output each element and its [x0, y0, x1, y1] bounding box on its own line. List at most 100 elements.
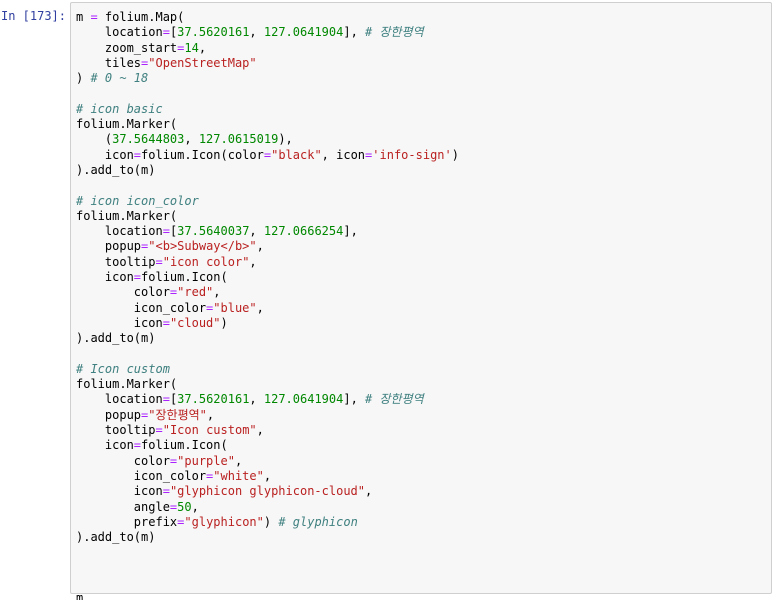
code-line[interactable]: tooltip="icon color", — [76, 255, 459, 270]
code-line[interactable]: icon=folium.Icon( — [76, 438, 459, 453]
code-token: icon — [76, 147, 134, 162]
code-line[interactable]: tiles="OpenStreetMap" — [76, 56, 459, 71]
code-token: , — [249, 25, 264, 40]
code-token: = — [177, 40, 185, 55]
code-token: "purple" — [177, 453, 235, 468]
code-token: ], — [343, 25, 366, 40]
code-token: "cloud" — [169, 315, 221, 330]
code-token: tooltip — [76, 254, 156, 269]
code-token: ], — [343, 392, 366, 407]
code-line[interactable]: icon=folium.Icon( — [76, 270, 459, 285]
code-token: icon — [76, 484, 163, 499]
code-token: # 장한평역 — [365, 392, 424, 407]
code-token: icon — [76, 270, 134, 285]
code-line[interactable] — [76, 347, 459, 362]
code-line[interactable]: location=[37.5620161, 127.0641904], # 장한… — [76, 25, 459, 40]
code-token: 127.0641904 — [263, 25, 344, 40]
code-line[interactable]: folium.Marker( — [76, 117, 459, 132]
code-token: , — [234, 453, 243, 468]
code-token: , — [249, 224, 264, 239]
code-line[interactable]: ) # 0 ~ 18 — [76, 71, 459, 86]
code-token: = — [263, 147, 272, 162]
code-line[interactable]: ).add_to(m) — [76, 530, 459, 545]
code-line[interactable]: m = folium.Map( — [76, 10, 459, 25]
code-token: [ — [169, 392, 178, 407]
code-token: prefix — [76, 514, 178, 529]
code-line[interactable]: # Icon custom — [76, 362, 459, 377]
code-token: folium.Icon( — [141, 438, 228, 453]
code-line[interactable] — [76, 561, 459, 576]
code-line[interactable]: (37.5644803, 127.0615019), — [76, 132, 459, 147]
code-token: = — [162, 315, 170, 330]
code-token: 127.0641904 — [263, 392, 344, 407]
code-token: # glyphicon — [278, 514, 358, 529]
code-line[interactable]: tooltip="Icon custom", — [76, 423, 459, 438]
code-token: 127.0666254 — [263, 224, 344, 239]
code-token: "glyphicon glyphicon-cloud" — [169, 484, 366, 499]
code-line[interactable]: # icon icon_color — [76, 194, 459, 209]
code-token: = — [162, 224, 170, 239]
code-line[interactable]: icon=folium.Icon(color="black", icon='in… — [76, 148, 459, 163]
code-line[interactable]: angle=50, — [76, 500, 459, 515]
code-line[interactable]: popup="장한평역", — [76, 408, 459, 423]
code-line[interactable]: ).add_to(m) — [76, 163, 459, 178]
code-token: = — [162, 25, 170, 40]
code-token: = — [169, 499, 178, 514]
code-line[interactable]: folium.Marker( — [76, 209, 459, 224]
code-token: , — [213, 285, 221, 300]
code-token: ) — [76, 71, 91, 86]
code-token: , — [206, 407, 215, 422]
code-token: , — [263, 468, 272, 483]
code-line[interactable]: location=[37.5640037, 127.0666254], — [76, 224, 459, 239]
code-token: popup — [76, 239, 142, 254]
code-token: = — [155, 423, 163, 438]
code-token: ) — [263, 514, 279, 529]
code-line[interactable]: popup="<b>Subway</b>", — [76, 239, 459, 254]
code-token: # Icon custom — [76, 361, 170, 376]
code-token: tooltip — [76, 423, 156, 438]
code-token: = — [155, 254, 163, 269]
code-line[interactable]: icon_color="white", — [76, 469, 459, 484]
code-token: 127.0615019 — [198, 132, 279, 147]
code-token: 37.5644803 — [112, 132, 185, 147]
code-line[interactable] — [76, 576, 459, 591]
code-line[interactable]: prefix="glyphicon") # glyphicon — [76, 515, 459, 530]
code-line[interactable]: m — [76, 591, 459, 600]
code-cell-editor[interactable]: m = folium.Map( location=[37.5620161, 12… — [70, 2, 772, 600]
code-token: , — [256, 300, 264, 315]
code-line[interactable]: icon="cloud") — [76, 316, 459, 331]
code-token: ( — [76, 132, 113, 147]
code-token: "장한평역" — [148, 407, 207, 422]
code-line[interactable] — [76, 545, 459, 560]
code-token: "blue" — [213, 300, 257, 315]
code-line[interactable]: zoom_start=14, — [76, 41, 459, 56]
code-token: = — [133, 270, 142, 285]
code-line[interactable]: icon="glyphicon glyphicon-cloud", — [76, 484, 459, 499]
code-token: folium.Marker( — [76, 377, 178, 392]
code-token: location — [76, 392, 163, 407]
code-line[interactable]: location=[37.5620161, 127.0641904], # 장한… — [76, 392, 459, 407]
code-token: # icon icon_color — [76, 193, 199, 208]
code-token: # 장한평역 — [365, 25, 424, 40]
code-line[interactable]: folium.Marker( — [76, 377, 459, 392]
code-line[interactable]: # icon basic — [76, 102, 459, 117]
code-token: , — [256, 239, 264, 254]
code-token: = — [177, 514, 185, 529]
code-token: "red" — [177, 285, 214, 300]
code-token: ) — [220, 315, 228, 330]
code-line[interactable] — [76, 178, 459, 193]
code-block[interactable]: m = folium.Map( location=[37.5620161, 12… — [76, 10, 459, 600]
code-line[interactable]: icon_color="blue", — [76, 301, 459, 316]
code-token: 50 — [177, 499, 192, 514]
code-token: 'info-sign' — [372, 147, 452, 162]
code-line[interactable]: color="red", — [76, 285, 459, 300]
input-prompt: In [173]: — [0, 9, 66, 23]
code-token: "white" — [213, 468, 264, 483]
code-token: = — [169, 285, 178, 300]
code-token: , — [249, 392, 264, 407]
code-token: # icon basic — [76, 101, 163, 116]
code-line[interactable] — [76, 86, 459, 101]
code-line[interactable]: ).add_to(m) — [76, 331, 459, 346]
code-token: ).add_to(m) — [76, 331, 156, 346]
code-line[interactable]: color="purple", — [76, 454, 459, 469]
